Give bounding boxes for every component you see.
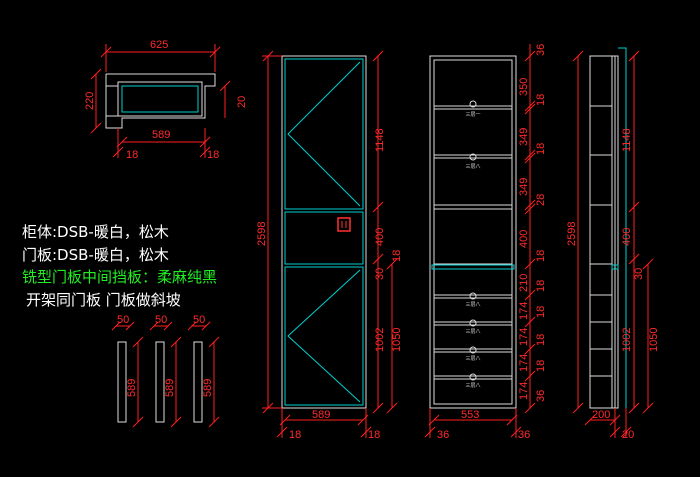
side-back-label: 20 bbox=[622, 429, 634, 441]
door-left-label: 18 bbox=[289, 429, 301, 441]
svg-text:350: 350 bbox=[518, 78, 530, 96]
svg-text:174: 174 bbox=[518, 302, 530, 320]
svg-text:18: 18 bbox=[535, 360, 547, 372]
svg-text:18: 18 bbox=[535, 94, 547, 106]
panel-strips: 50 589 50 589 50 589 bbox=[111, 314, 220, 428]
svg-text:349: 349 bbox=[518, 128, 530, 146]
strip-3-width: 50 bbox=[193, 314, 205, 326]
door-gap-a-label: 30 bbox=[374, 268, 386, 280]
drawer-label-4: 三层八 bbox=[465, 329, 480, 335]
side-lower-inner-label: 1002 bbox=[621, 328, 633, 352]
side-view: 2598 1148 400 30 1002 1050 200 20 bbox=[566, 47, 660, 441]
strip-3-height: 589 bbox=[202, 379, 214, 397]
interior-width-label: 553 bbox=[461, 409, 479, 421]
drawer-label-6: 三层八 bbox=[465, 383, 480, 389]
interior-right-dims: 36 350 18 349 18 349 28 400 18 210 18 17… bbox=[518, 44, 547, 414]
svg-text:18: 18 bbox=[535, 250, 547, 262]
side-height-label: 2598 bbox=[566, 222, 578, 246]
strip-2-height: 589 bbox=[164, 379, 176, 397]
svg-text:174: 174 bbox=[518, 354, 530, 372]
plan-width-label: 625 bbox=[150, 39, 168, 51]
door-right-label: 18 bbox=[368, 429, 380, 441]
side-gap-label: 30 bbox=[633, 268, 645, 280]
door-view: 2598 1148 400 30 18 1002 1050 589 18 18 bbox=[256, 50, 403, 441]
svg-text:18: 18 bbox=[535, 280, 547, 292]
drawer-label-5: 三层八 bbox=[465, 356, 480, 362]
plan-back-label: 20 bbox=[236, 96, 248, 108]
note-cabinet-body: 柜体:DSB-暖白，松木 bbox=[22, 223, 169, 241]
interior-view: 三层一 三层八 三层八 三层八 三层八 三层八 36 350 18 3 bbox=[424, 44, 547, 441]
door-height-label: 2598 bbox=[256, 222, 268, 246]
plan-inner-label: 589 bbox=[152, 129, 170, 141]
svg-text:18: 18 bbox=[535, 143, 547, 155]
svg-text:349: 349 bbox=[518, 178, 530, 196]
drawer-label-3: 三层八 bbox=[465, 302, 480, 308]
plan-side-left-label: 18 bbox=[126, 149, 138, 161]
drawer-label-1: 三层一 bbox=[465, 112, 480, 118]
side-middle-label: 400 bbox=[621, 228, 633, 246]
svg-text:36: 36 bbox=[535, 44, 547, 56]
door-lower-inner-label: 1002 bbox=[374, 328, 386, 352]
interior-left-label: 36 bbox=[437, 429, 449, 441]
door-middle-label: 400 bbox=[374, 228, 386, 246]
drawer-label-2: 三层八 bbox=[465, 164, 480, 170]
svg-text:210: 210 bbox=[518, 274, 530, 292]
svg-text:174: 174 bbox=[518, 382, 530, 400]
door-width-label: 589 bbox=[312, 409, 330, 421]
svg-text:18: 18 bbox=[535, 334, 547, 346]
svg-text:174: 174 bbox=[518, 328, 530, 346]
strip-1-width: 50 bbox=[117, 314, 129, 326]
svg-text:18: 18 bbox=[535, 306, 547, 318]
plan-depth-label: 220 bbox=[84, 92, 96, 110]
interior-right-label: 36 bbox=[518, 429, 530, 441]
side-depth-label: 200 bbox=[592, 409, 610, 421]
svg-text:400: 400 bbox=[518, 230, 530, 248]
plan-side-right-label: 18 bbox=[207, 149, 219, 161]
strip-2-width: 50 bbox=[155, 314, 167, 326]
side-lower-label: 1050 bbox=[648, 328, 660, 352]
svg-text:36: 36 bbox=[535, 390, 547, 402]
strip-1-height: 589 bbox=[126, 379, 138, 397]
note-milled-panel: 铣型门板中间挡板：柔麻纯黑 bbox=[22, 268, 218, 286]
note-open-shelf: 开架同门板 门板做斜坡 bbox=[26, 291, 181, 309]
side-upper-label: 1148 bbox=[621, 128, 633, 152]
door-lower-label: 1050 bbox=[391, 328, 403, 352]
plan-view: 625 220 20 589 18 18 bbox=[84, 39, 248, 161]
handle-icon bbox=[337, 217, 351, 232]
door-upper-label: 1148 bbox=[374, 128, 386, 152]
door-gap-b-label: 18 bbox=[391, 250, 403, 262]
note-door-panel: 门板:DSB-暖白，松木 bbox=[22, 246, 169, 264]
svg-text:28: 28 bbox=[535, 194, 547, 206]
